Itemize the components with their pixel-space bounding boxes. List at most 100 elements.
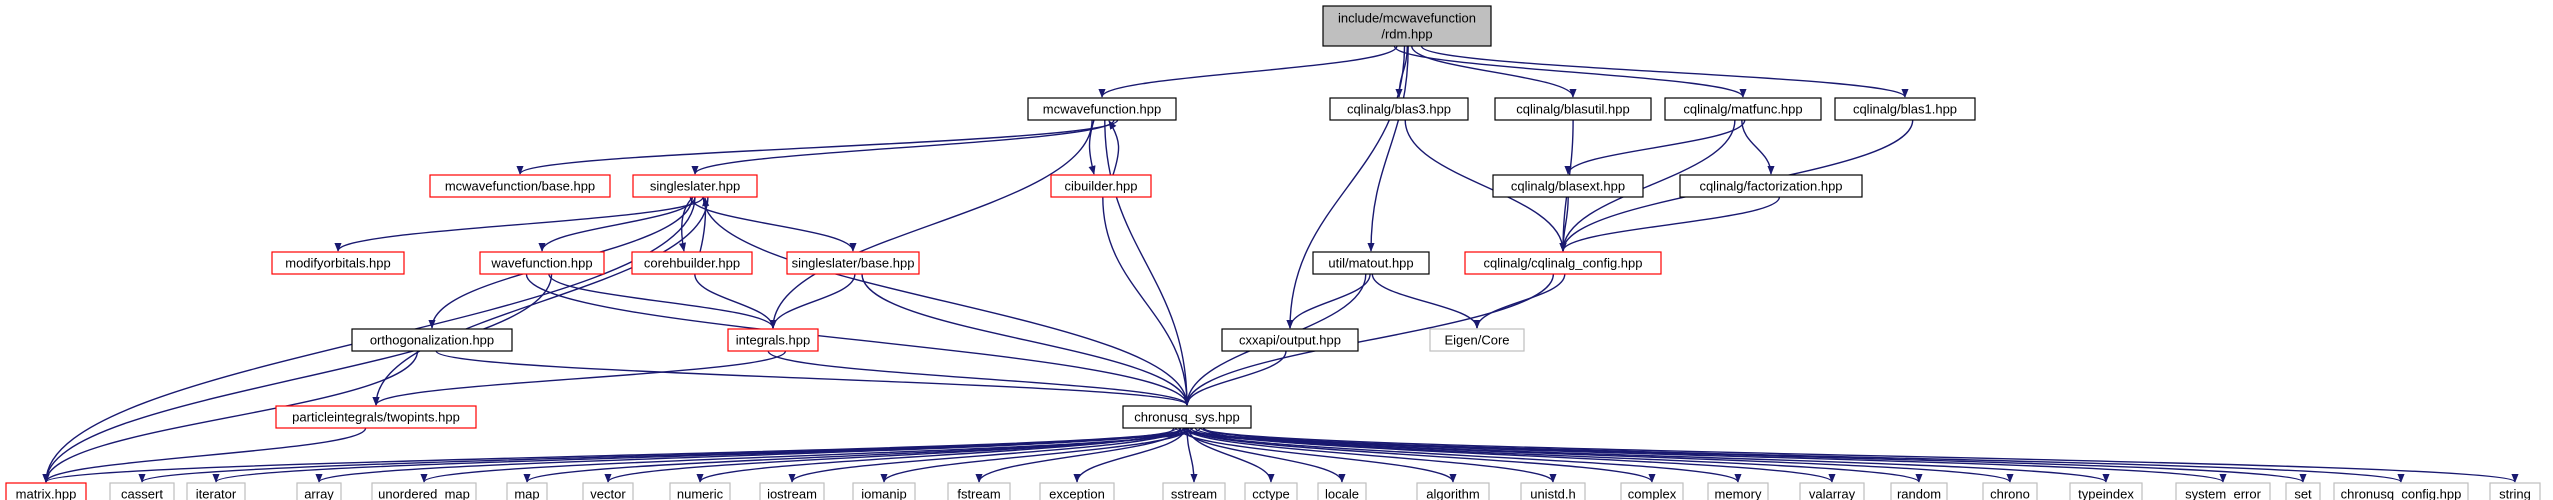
node-box bbox=[2285, 482, 2321, 500]
node-rdm[interactable]: include/mcwavefunction/rdm.hpp bbox=[1322, 5, 1492, 47]
node-matrix[interactable]: matrix.hpp bbox=[5, 482, 87, 500]
node-label: iterator bbox=[196, 487, 237, 500]
node-box bbox=[1664, 97, 1822, 121]
node-corehbuilder[interactable]: corehbuilder.hpp bbox=[631, 251, 753, 275]
node-box bbox=[1244, 482, 1298, 500]
edge-sys-to-iostream bbox=[788, 427, 1182, 483]
node-ortho[interactable]: orthogonalization.hpp bbox=[351, 328, 513, 352]
node-sys[interactable]: chronusq_sys.hpp bbox=[1122, 405, 1252, 429]
node-box bbox=[1834, 97, 1976, 121]
node-blas3[interactable]: cqlinalg/blas3.hpp bbox=[1329, 97, 1469, 121]
node-iomanip: iomanip bbox=[852, 482, 916, 500]
edge-singleslater-to-corehbuilder bbox=[678, 196, 694, 252]
edge-rdm-to-matfunc bbox=[1393, 45, 1747, 98]
edges-layer bbox=[42, 45, 2519, 483]
node-box bbox=[1039, 482, 1115, 500]
edge-integrals-to-sys bbox=[767, 350, 1191, 406]
node-label: /rdm.hpp bbox=[1381, 27, 1432, 42]
edge-cibuilder-to-mcwf bbox=[1108, 120, 1120, 176]
edge-sys-to-cassert bbox=[138, 427, 1187, 483]
edge-sys-to-numeric bbox=[696, 427, 1175, 483]
node-label: modifyorbitals.hpp bbox=[285, 256, 391, 271]
edge-mcwf-to-sys bbox=[1104, 119, 1191, 406]
node-box bbox=[371, 482, 477, 500]
node-box bbox=[2333, 482, 2469, 500]
node-cibuilder[interactable]: cibuilder.hpp bbox=[1050, 174, 1152, 198]
node-mcbase[interactable]: mcwavefunction/base.hpp bbox=[429, 174, 611, 198]
edge-mcwf-to-integrals bbox=[769, 119, 1093, 329]
node-box bbox=[1312, 251, 1430, 275]
node-chrono: chrono bbox=[1982, 482, 2038, 500]
node-label: algorithm bbox=[1426, 487, 1479, 500]
node-label: exception bbox=[1049, 487, 1105, 500]
edge-ssbase-to-sys bbox=[861, 273, 1191, 406]
node-integrals[interactable]: integrals.hpp bbox=[727, 328, 819, 352]
node-blas1[interactable]: cqlinalg/blas1.hpp bbox=[1834, 97, 1976, 121]
node-label: cxxapi/output.hpp bbox=[1239, 333, 1341, 348]
node-iterator: iterator bbox=[186, 482, 246, 500]
node-box bbox=[2175, 482, 2271, 500]
node-string: string bbox=[2489, 482, 2541, 500]
node-mcwf[interactable]: mcwavefunction.hpp bbox=[1027, 97, 1177, 121]
node-unordered-map: unordered_map bbox=[371, 482, 477, 500]
node-box bbox=[669, 482, 731, 500]
node-blasext[interactable]: cqlinalg/blasext.hpp bbox=[1492, 174, 1644, 198]
node-label: locale bbox=[1325, 487, 1359, 500]
edge-output-to-sys bbox=[1183, 350, 1287, 406]
node-label: chronusq_sys.hpp bbox=[1134, 410, 1240, 425]
node-box bbox=[1494, 97, 1652, 121]
node-label: mcwavefunction.hpp bbox=[1043, 102, 1162, 117]
edge-sys-to-fstream bbox=[975, 427, 1182, 483]
edge-matfunc-to-blasext bbox=[1564, 119, 1746, 175]
edge-sys-to-string bbox=[1203, 427, 2519, 483]
node-modifyorbitals[interactable]: modifyorbitals.hpp bbox=[271, 251, 405, 275]
node-label: chronusq_config.hpp bbox=[2341, 487, 2462, 500]
node-sstream: sstream bbox=[1162, 482, 1226, 500]
node-array: array bbox=[296, 482, 342, 500]
edge-sys-to-cctype bbox=[1187, 427, 1275, 483]
node-wavefunction[interactable]: wavefunction.hpp bbox=[479, 251, 605, 275]
node-matfunc[interactable]: cqlinalg/matfunc.hpp bbox=[1664, 97, 1822, 121]
node-factorization[interactable]: cqlinalg/factorization.hpp bbox=[1679, 174, 1863, 198]
node-box bbox=[1317, 482, 1367, 500]
node-label: random bbox=[1897, 487, 1941, 500]
node-blasutil[interactable]: cqlinalg/blasutil.hpp bbox=[1494, 97, 1652, 121]
node-algorithm: algorithm bbox=[1416, 482, 1490, 500]
node-matout[interactable]: util/matout.hpp bbox=[1312, 251, 1430, 275]
edge-integrals-to-twopints bbox=[372, 350, 787, 406]
node-box bbox=[631, 251, 753, 275]
node-label: cqlinalg/blas1.hpp bbox=[1853, 102, 1957, 117]
node-label: map bbox=[514, 487, 539, 500]
node-label: sstream bbox=[1171, 487, 1217, 500]
node-output[interactable]: cxxapi/output.hpp bbox=[1221, 328, 1359, 352]
node-twopints[interactable]: particleintegrals/twopints.hpp bbox=[275, 405, 477, 429]
node-label: wavefunction.hpp bbox=[490, 256, 592, 271]
node-cqconfig[interactable]: cqlinalg/cqlinalg_config.hpp bbox=[1464, 251, 1662, 275]
edge-matout-to-output bbox=[1286, 273, 1371, 329]
node-box bbox=[1707, 482, 1769, 500]
node-box bbox=[632, 174, 758, 198]
node-label: array bbox=[304, 487, 334, 500]
node-label: set bbox=[2294, 487, 2312, 500]
node-box bbox=[1027, 97, 1177, 121]
edge-rdm-to-mcwf bbox=[1098, 45, 1398, 98]
edge-rdm-to-output bbox=[1286, 45, 1406, 329]
edge-wavefunction-to-integrals bbox=[548, 273, 777, 329]
node-cctype: cctype bbox=[1244, 482, 1298, 500]
node-box bbox=[1620, 482, 1684, 500]
node-label: vector bbox=[590, 487, 626, 500]
node-ssbase[interactable]: singleslater/base.hpp bbox=[786, 251, 920, 275]
node-box bbox=[351, 328, 513, 352]
node-singleslater[interactable]: singleslater.hpp bbox=[632, 174, 758, 198]
node-system-error: system_error bbox=[2175, 482, 2271, 500]
node-box bbox=[582, 482, 634, 500]
node-label: string bbox=[2499, 487, 2531, 500]
node-random: random bbox=[1890, 482, 1948, 500]
edge-sys-to-random bbox=[1189, 427, 1923, 483]
node-box bbox=[1982, 482, 2038, 500]
node-label: cqlinalg/blasext.hpp bbox=[1511, 179, 1625, 194]
edge-sys-to-chronusq_config bbox=[1178, 427, 2405, 483]
node-box bbox=[1679, 174, 1863, 198]
edge-ortho-to-matrix bbox=[42, 350, 419, 483]
